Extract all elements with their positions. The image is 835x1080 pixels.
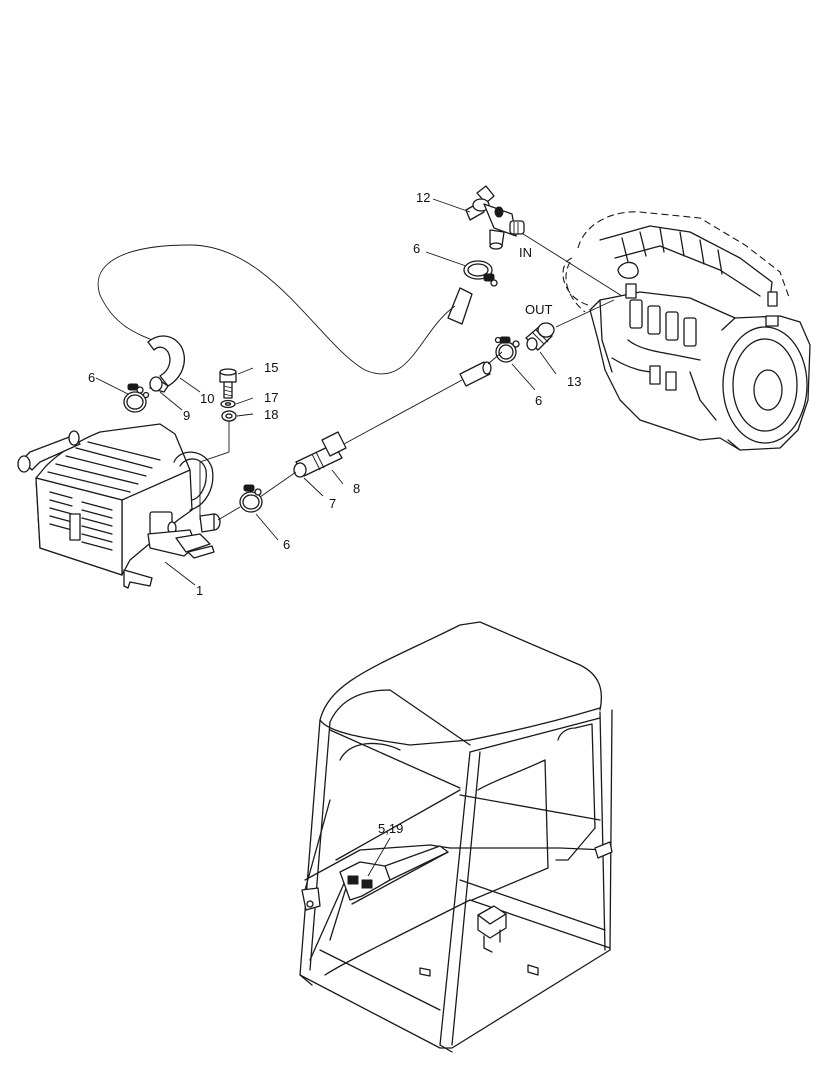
callout-6-left: 6 (88, 370, 95, 385)
leader-lines (95, 198, 557, 877)
long-hose-line (97, 244, 456, 375)
hose-clamp-top (463, 260, 498, 287)
callout-5-19: 5,19 (378, 821, 403, 836)
washer-17 (220, 399, 236, 409)
hose-8-line (343, 379, 463, 445)
bolt-15 (219, 368, 237, 399)
hose-7-line (259, 471, 297, 498)
outlet-fitting-13 (525, 322, 555, 351)
bolt-alignment-line (199, 421, 230, 520)
heater-to-clamp-line (217, 506, 241, 521)
hose-elbow-10 (147, 335, 185, 393)
hose-clamp-bottom (239, 484, 263, 513)
outlet-label: OUT (525, 302, 553, 317)
callout-8: 8 (353, 481, 360, 496)
heater-unit (17, 423, 221, 589)
inlet-label: IN (519, 245, 532, 260)
hose-clamp-middle (494, 336, 520, 363)
callout-7: 7 (329, 496, 336, 511)
engine-block (562, 211, 811, 451)
callout-6-bottom: 6 (283, 537, 290, 552)
callout-12: 12 (416, 190, 430, 205)
callout-1: 1 (196, 583, 203, 598)
hose-clamp-left (123, 383, 150, 413)
inlet-connection-line (519, 231, 623, 297)
callout-17: 17 (264, 390, 278, 405)
callout-18: 18 (264, 407, 278, 422)
outlet-connection-line (555, 299, 615, 328)
callout-6-middle: 6 (535, 393, 542, 408)
hose-fitting-7 (293, 431, 347, 478)
callout-9: 9 (183, 408, 190, 423)
hose-inlet-segment (447, 287, 473, 325)
heater-valve (465, 185, 525, 250)
callout-6-top: 6 (413, 241, 420, 256)
washer-18 (221, 410, 237, 422)
operator-cab (299, 621, 613, 1053)
callout-15: 15 (264, 360, 278, 375)
callout-13: 13 (567, 374, 581, 389)
hose-segment-8 (459, 361, 492, 387)
callout-10: 10 (200, 391, 214, 406)
